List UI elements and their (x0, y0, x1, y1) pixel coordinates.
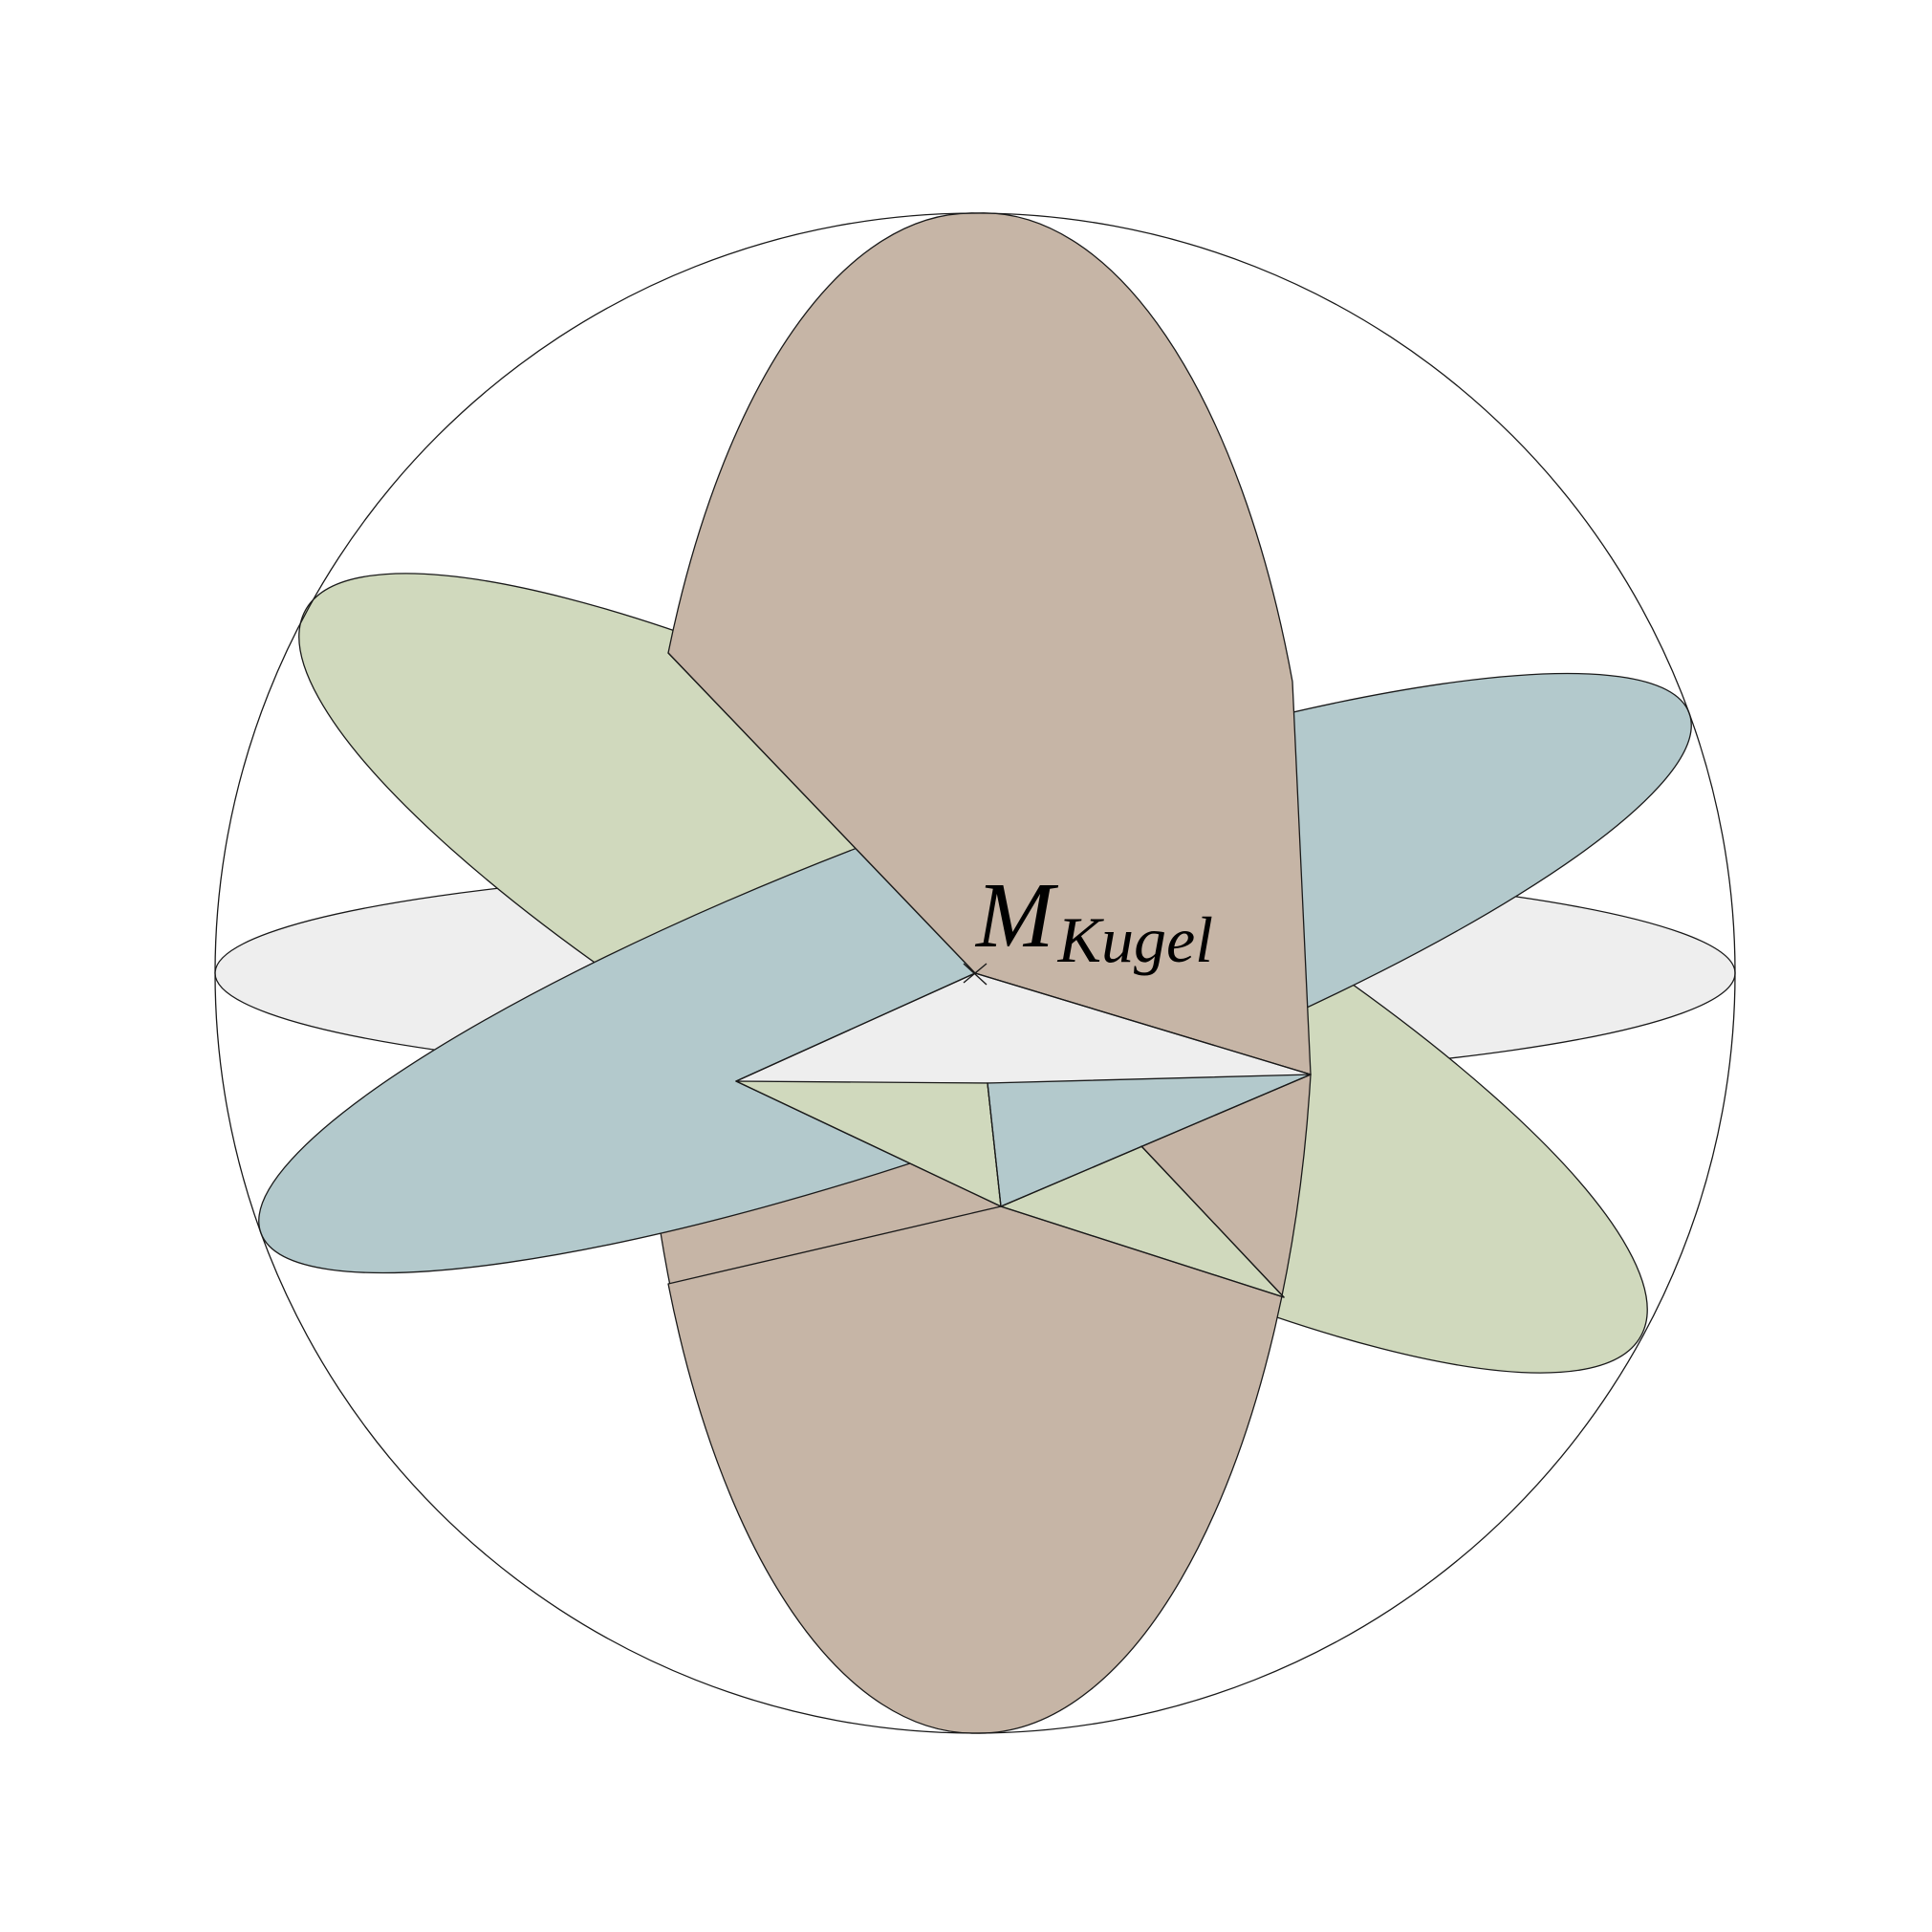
center-label: MKugel (974, 864, 1213, 976)
plane-intersection-blue-green (735, 1080, 1002, 1207)
radius-line-left (735, 972, 976, 1082)
center-point-marker (963, 963, 988, 986)
center-label-main: M (974, 864, 1059, 967)
radius-line-front (987, 1082, 1002, 1207)
plane-intersection-green-front (1000, 1205, 1285, 1298)
radius-line-right (974, 972, 1312, 1075)
center-label-subscript: Kugel (1057, 903, 1213, 976)
radius-line-upper-left (667, 652, 976, 974)
radius-line-lower-right (1140, 1145, 1285, 1298)
plane-intersection-blue-front (1000, 1074, 1312, 1207)
sphere-outline (214, 212, 1736, 1734)
